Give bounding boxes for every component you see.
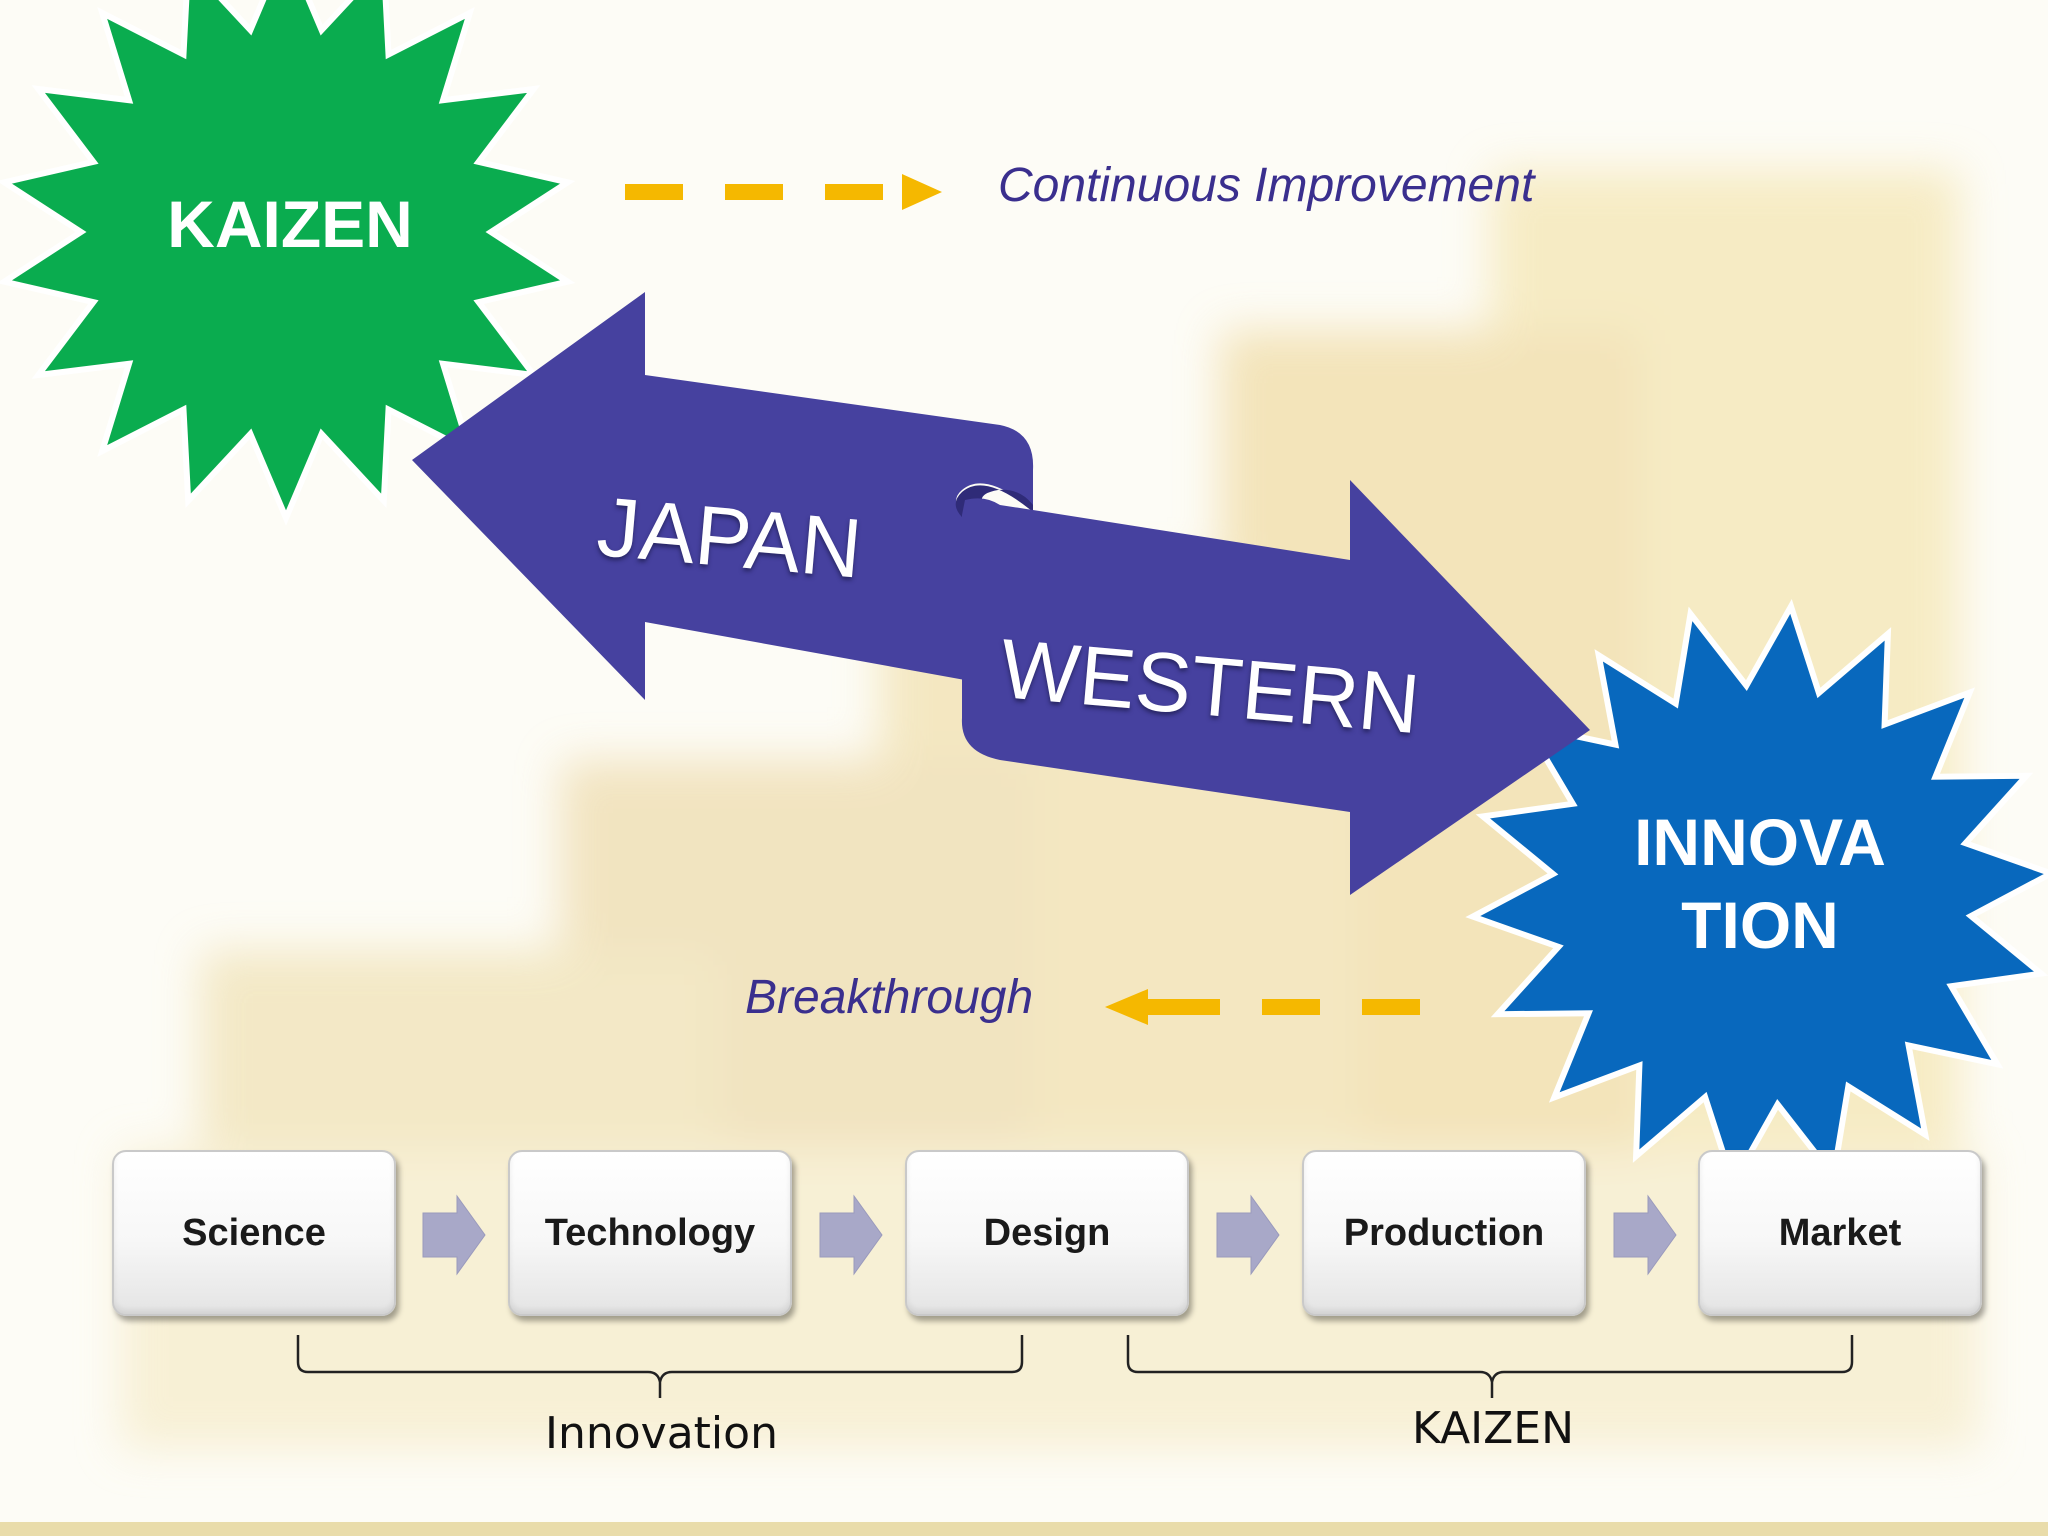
kaizen-burst	[0, 0, 576, 526]
flow-arrow-4	[1613, 1194, 1677, 1276]
innovation-label-line2: TION	[1681, 888, 1839, 963]
kaizen-brace-label: KAIZEN	[1412, 1403, 1575, 1454]
innovation-brace	[296, 1335, 1024, 1398]
innovation-brace-label: Innovation	[545, 1408, 778, 1459]
kaizen-burst-label: KAIZEN	[167, 187, 413, 261]
japan-arrow	[412, 292, 1034, 700]
breakthrough-dashed-arrow	[1105, 989, 1420, 1025]
step-science: Science	[112, 1150, 396, 1316]
step-technology: Technology	[508, 1150, 792, 1316]
japan-western-arrow	[412, 174, 1590, 1025]
flow-arrow-3	[1216, 1194, 1280, 1276]
kaizen-brace	[1126, 1335, 1854, 1398]
continuous-improvement-label: Continuous Improvement	[998, 159, 1535, 212]
flow-arrow-2	[819, 1194, 883, 1276]
step-production: Production	[1302, 1150, 1586, 1316]
innovation-burst-label: INNOVA TION	[1560, 805, 1960, 963]
step-design: Design	[905, 1150, 1189, 1316]
continuous-dashed-arrow	[625, 174, 942, 210]
kaizen-star-shape	[0, 0, 576, 526]
flow-arrow-1	[422, 1194, 486, 1276]
process-connectors	[422, 1194, 1677, 1276]
step-market: Market	[1698, 1150, 1982, 1316]
breakthrough-label: Breakthrough	[745, 971, 1034, 1024]
innovation-label-line1: INNOVA	[1634, 805, 1886, 879]
western-arrow	[961, 480, 1590, 895]
